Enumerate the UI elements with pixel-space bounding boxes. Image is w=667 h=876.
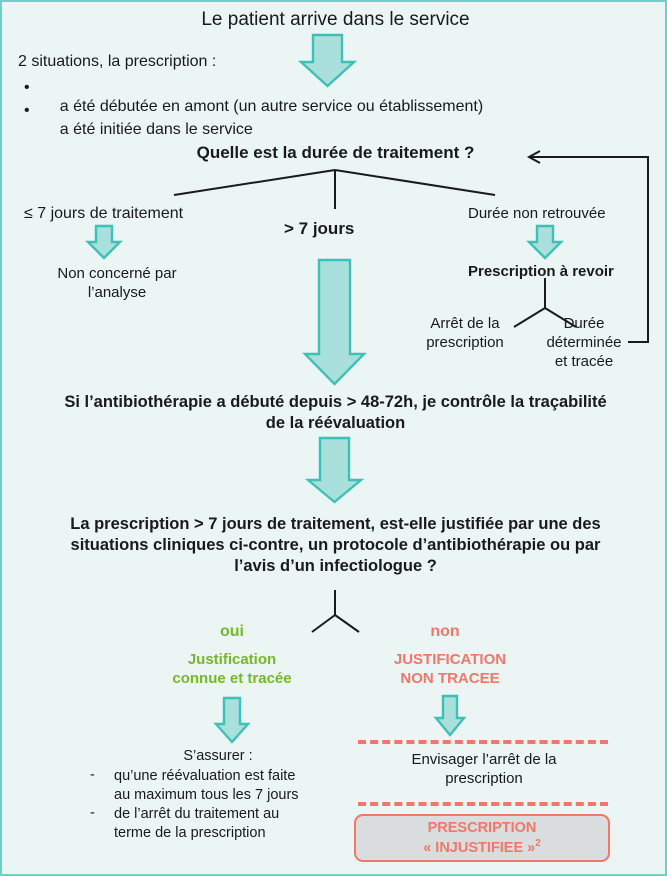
down-arrow-yes (213, 696, 251, 744)
result-box-unjustified-prescription: PRESCRIPTION « INJUSTIFIEE »2 (354, 814, 610, 862)
branch-label-duration-not-found: Durée non retrouvée (468, 205, 606, 222)
branch-label-no: non (430, 623, 460, 640)
yes-action-item-1-label: qu’une réévaluation est faite au maximum… (114, 768, 299, 803)
yes-action-item-2: - de l’arrêt du traitement au terme de l… (90, 805, 350, 842)
down-arrow-right-branch (526, 224, 564, 260)
intro-bullet-2: • a été initiée dans le service (24, 100, 253, 161)
branch-label-le-7-days: ≤ 7 jours de traitement (24, 205, 184, 222)
intro-bullet-1: • a été débutée en amont (un autre servic… (24, 77, 484, 138)
yesno-right (334, 614, 360, 633)
no-action-consider-stopping: Envisager l’arrêt de la prescription (411, 751, 557, 788)
step-48-72h-traceability: Si l’antibiothérapie a débuté depuis > 4… (64, 393, 607, 433)
result-line-2: « INJUSTIFIEE » (423, 839, 536, 856)
result-footnote-marker: 2 (535, 837, 541, 849)
down-arrow-to-question2 (304, 436, 365, 504)
branch-line-left (173, 169, 336, 196)
outcome-prescription-to-review: Prescription à revoir (468, 263, 614, 280)
suboutcome-stop-prescription: Arrêt de la prescription (426, 315, 504, 352)
yes-action-item-2-label: de l’arrêt du traitement au terme de la … (114, 806, 280, 841)
bullet-dot-icon: • (24, 79, 30, 96)
dash-bullet-icon: - (90, 805, 95, 822)
outcome-justification-not-traced: JUSTIFICATION NON TRACEE (393, 651, 507, 688)
yes-action-lead: S’assurer : (183, 748, 253, 764)
outcome-not-concerned: Non concerné par l’analyse (57, 265, 177, 302)
down-arrow-left-branch (85, 224, 123, 260)
suboutcome-duration-determined: Durée déterminée et tracée (546, 315, 622, 371)
bullet-dot-icon: • (24, 102, 30, 119)
yes-action-item-1: - qu’une réévaluation est faite au maxim… (90, 767, 350, 804)
yes-action-list: - qu’une réévaluation est faite au maxim… (90, 767, 350, 843)
intro-bullet-2-label: a été initiée dans le service (59, 121, 253, 139)
result-line-1: PRESCRIPTION (427, 820, 537, 837)
yesno-left (311, 614, 336, 633)
down-arrow-no (433, 694, 467, 737)
branch-line-right (334, 169, 496, 196)
intro-lead-text: 2 situations, la prescription : (18, 53, 217, 70)
branch-label-gt-7-days: > 7 jours (284, 219, 355, 238)
intro-bullet-1-label: a été débutée en amont (un autre service… (59, 98, 484, 116)
dashed-separator-bottom (358, 802, 608, 806)
page-title: Le patient arrive dans le service (201, 9, 470, 30)
dash-bullet-icon: - (90, 767, 95, 783)
outcome-justification-known: Justification connue et tracée (172, 651, 292, 688)
dashed-separator-top (358, 740, 608, 744)
decision-node-justification-question: La prescription > 7 jours de traitement,… (70, 515, 601, 576)
decision-node-duration-question: Quelle est la durée de traitement ? (196, 143, 475, 162)
branch-label-yes: oui (220, 623, 244, 640)
down-arrow-main-long (302, 258, 367, 386)
